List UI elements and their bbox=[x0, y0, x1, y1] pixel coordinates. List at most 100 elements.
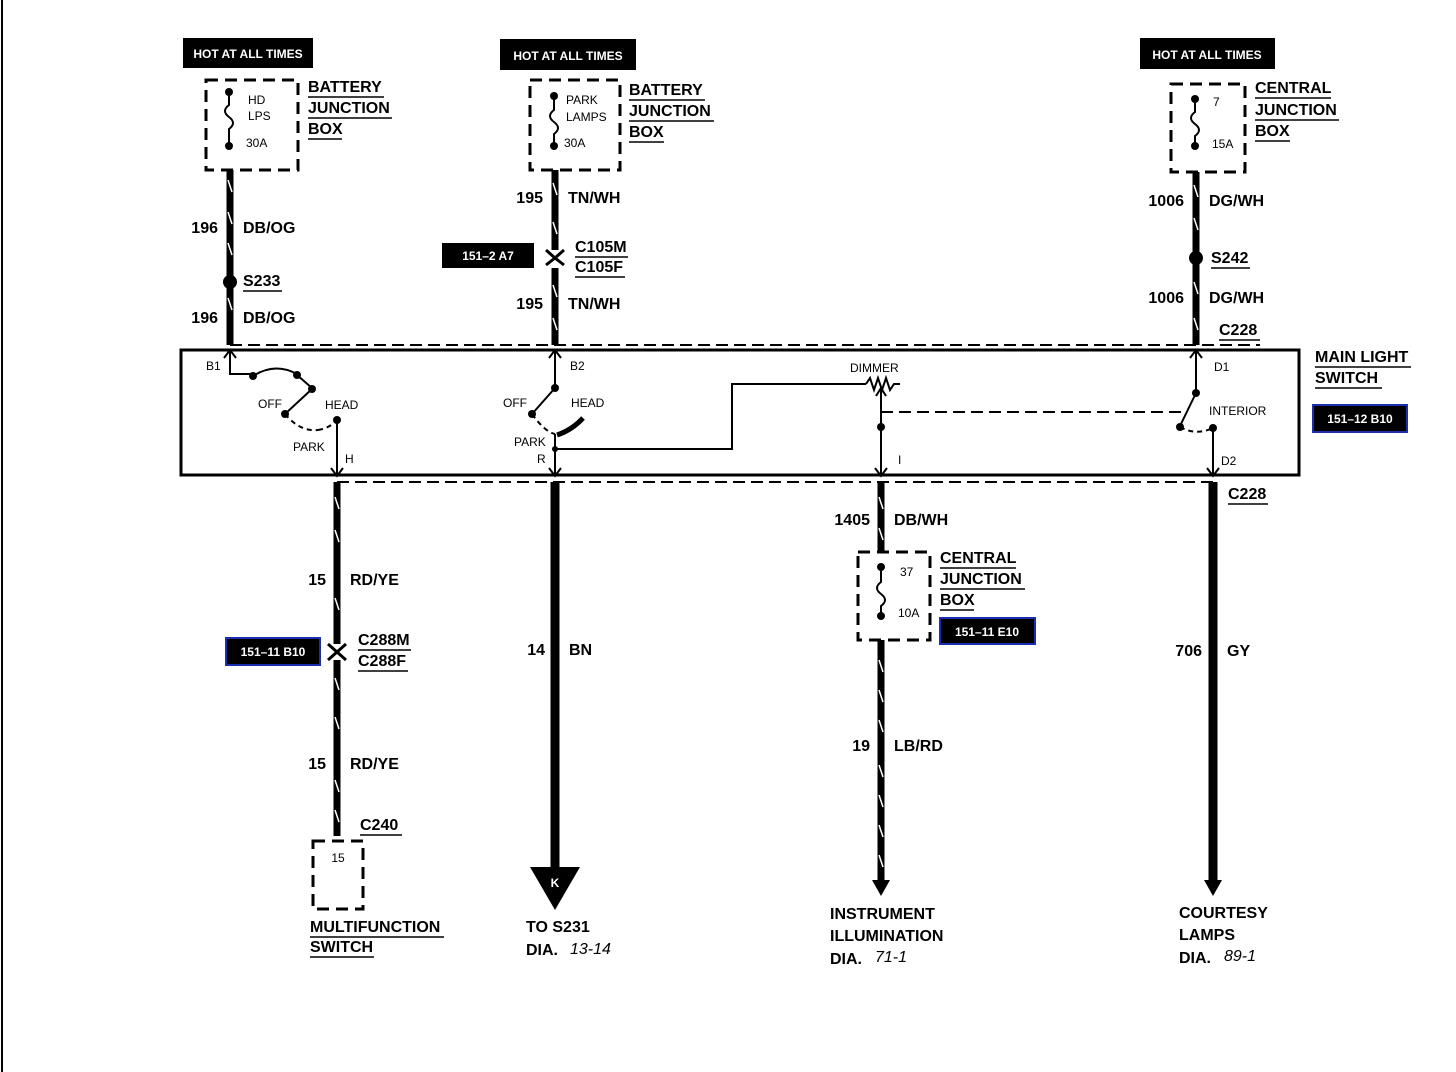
pin-b1-label: B1 bbox=[206, 359, 221, 373]
arrow-down-icon bbox=[872, 880, 890, 896]
dest-s231-ref: 13-14 bbox=[570, 941, 611, 958]
ref-tag-cjb2: 151–11 E10 bbox=[939, 617, 1036, 645]
ref-tag-switch: 151–12 B10 bbox=[1312, 404, 1408, 433]
dest-instrument-label: INSTRUMENT bbox=[830, 906, 935, 923]
wire-number: 15 bbox=[308, 572, 326, 589]
switch-title: SWITCH bbox=[1315, 370, 1378, 387]
svg-text:HOT AT ALL TIMES: HOT AT ALL TIMES bbox=[1152, 48, 1261, 62]
wire-color: TN/WH bbox=[568, 190, 620, 207]
svg-text:JUNCTION: JUNCTION bbox=[940, 571, 1022, 588]
dimmer-label: DIMMER bbox=[850, 361, 899, 375]
connector-label: C288F bbox=[358, 653, 406, 670]
battery-junction-box-2: PARK LAMPS 30A BATTERY JUNCTION BOX bbox=[528, 78, 714, 172]
wire-color: TN/WH bbox=[568, 296, 620, 313]
svg-text:K: K bbox=[551, 876, 560, 890]
wire-color: RD/YE bbox=[350, 756, 399, 773]
ref-tag-c288: 151–11 B10 bbox=[225, 637, 321, 666]
svg-text:15: 15 bbox=[331, 851, 345, 865]
connector-label: C240 bbox=[360, 817, 398, 834]
wire-number: 1006 bbox=[1148, 290, 1184, 307]
connector-label: C228 bbox=[1219, 322, 1257, 339]
svg-text:LAMPS: LAMPS bbox=[566, 110, 607, 124]
wire-color: BN bbox=[569, 642, 592, 659]
svg-text:30A: 30A bbox=[246, 136, 267, 150]
multifunction-switch: 15 bbox=[311, 839, 365, 911]
wire-19 bbox=[872, 640, 890, 896]
svg-text:15A: 15A bbox=[1212, 137, 1233, 151]
svg-text:BOX: BOX bbox=[629, 124, 664, 141]
wire-number: 14 bbox=[527, 642, 545, 659]
splice-label: S233 bbox=[243, 273, 280, 290]
svg-text:BOX: BOX bbox=[940, 592, 975, 609]
multifunction-label: MULTIFUNCTION bbox=[310, 919, 440, 936]
dest-courtesy-label: LAMPS bbox=[1179, 927, 1235, 944]
wire-1006 bbox=[1189, 172, 1203, 345]
main-light-switch bbox=[179, 348, 1301, 478]
pin-h-label: H bbox=[345, 452, 354, 466]
wire-number: 195 bbox=[516, 296, 543, 313]
svg-text:BATTERY: BATTERY bbox=[308, 79, 382, 96]
wire-color: DB/OG bbox=[243, 220, 295, 237]
hot-tag-3: HOT AT ALL TIMES bbox=[1140, 38, 1275, 69]
head-label: HEAD bbox=[325, 398, 359, 412]
head-label: HEAD bbox=[571, 396, 605, 410]
svg-text:7: 7 bbox=[1213, 95, 1220, 109]
dest-courtesy-ref: 89-1 bbox=[1224, 948, 1256, 965]
pin-i-label: I bbox=[898, 453, 901, 467]
svg-text:JUNCTION: JUNCTION bbox=[308, 100, 390, 117]
arrow-k-icon bbox=[530, 867, 580, 910]
off-label: OFF bbox=[503, 396, 527, 410]
dest-instrument-label: ILLUMINATION bbox=[830, 928, 943, 945]
svg-text:37: 37 bbox=[900, 565, 914, 579]
wire-color: RD/YE bbox=[350, 572, 399, 589]
interior-label: INTERIOR bbox=[1209, 404, 1267, 418]
connector-label: C228 bbox=[1228, 486, 1266, 503]
svg-text:BOX: BOX bbox=[1255, 123, 1290, 140]
svg-text:HOT AT ALL TIMES: HOT AT ALL TIMES bbox=[513, 49, 622, 63]
wire-color: DG/WH bbox=[1209, 290, 1264, 307]
connector-label: C288M bbox=[358, 632, 410, 649]
wire-color: LB/RD bbox=[894, 738, 943, 755]
pin-d1-label: D1 bbox=[1214, 360, 1230, 374]
svg-text:151–12 B10: 151–12 B10 bbox=[1327, 412, 1393, 426]
hot-tag-1: HOT AT ALL TIMES bbox=[183, 38, 313, 68]
svg-text:JUNCTION: JUNCTION bbox=[629, 103, 711, 120]
wire-color: GY bbox=[1227, 643, 1250, 660]
connector-label: C105F bbox=[575, 259, 623, 276]
splice-label: S242 bbox=[1211, 250, 1248, 267]
svg-text:151–11 E10: 151–11 E10 bbox=[955, 625, 1019, 639]
dest-s231-dia: DIA. bbox=[526, 942, 558, 959]
svg-text:JUNCTION: JUNCTION bbox=[1255, 102, 1337, 119]
splice-s233 bbox=[223, 275, 237, 289]
svg-text:HOT AT ALL TIMES: HOT AT ALL TIMES bbox=[193, 47, 302, 61]
svg-text:CENTRAL: CENTRAL bbox=[940, 550, 1017, 567]
splice-s242 bbox=[1189, 251, 1203, 265]
wire-number: 196 bbox=[191, 310, 218, 327]
pin-r-label: R bbox=[537, 452, 546, 466]
wire-number: 706 bbox=[1175, 643, 1202, 660]
wire-number: 15 bbox=[308, 756, 326, 773]
pin-b2-label: B2 bbox=[570, 359, 585, 373]
svg-text:10A: 10A bbox=[898, 606, 919, 620]
svg-text:CENTRAL: CENTRAL bbox=[1255, 80, 1332, 97]
wire-number: 19 bbox=[852, 738, 870, 755]
wire-color: DB/WH bbox=[894, 512, 948, 529]
svg-text:LPS: LPS bbox=[248, 109, 271, 123]
park-label: PARK bbox=[293, 440, 325, 454]
svg-text:30A: 30A bbox=[564, 136, 585, 150]
svg-text:HD: HD bbox=[248, 93, 266, 107]
dest-courtesy-dia: DIA. bbox=[1179, 950, 1211, 967]
ref-tag-c105: 151–2 A7 bbox=[442, 243, 534, 268]
dest-instrument-dia: DIA. bbox=[830, 951, 862, 968]
svg-text:PARK: PARK bbox=[566, 93, 598, 107]
park-label: PARK bbox=[514, 435, 546, 449]
wire-14: K bbox=[530, 482, 580, 910]
dest-courtesy-label: COURTESY bbox=[1179, 905, 1268, 922]
wire-196 bbox=[223, 170, 237, 345]
wire-number: 1405 bbox=[834, 512, 870, 529]
pin-d2-label: D2 bbox=[1221, 454, 1237, 468]
wire-number: 195 bbox=[516, 190, 543, 207]
off-label: OFF bbox=[258, 397, 282, 411]
wire-15 bbox=[327, 482, 347, 836]
